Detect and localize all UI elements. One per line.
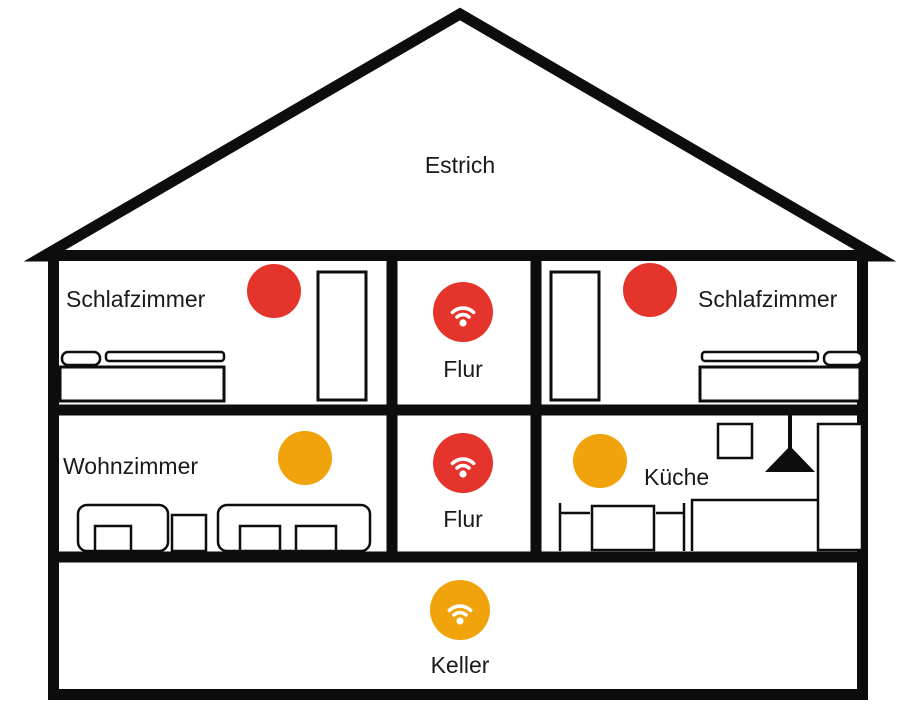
sofa-cushion-icon (93, 524, 133, 553)
headboard-icon (700, 350, 820, 363)
headboard-icon (104, 350, 226, 363)
coverage-dot-schlafzimmer-left (247, 264, 301, 318)
room-label-keller: Keller (430, 652, 490, 678)
wifi-icon-flur-upper (433, 282, 493, 342)
side-table-icon (170, 513, 208, 553)
bed-icon (58, 365, 226, 403)
pillow-icon (822, 350, 864, 367)
wifi-icon-flur-middle (433, 433, 493, 493)
room-label-schlafzimmer-left: Schlafzimmer (66, 286, 206, 312)
wifi-icon-keller (430, 580, 490, 640)
pillow-icon (60, 350, 102, 367)
sofa-cushion-icon (294, 524, 338, 553)
cabinet-icon (716, 422, 754, 460)
room-label-wohnzimmer: Wohnzimmer (63, 453, 199, 479)
roof-outline (23, 7, 897, 262)
chair-icon (656, 503, 686, 551)
bed-icon (698, 365, 862, 403)
room-label-schlafzimmer-right: Schlafzimmer (698, 286, 838, 312)
room-label-kueche: Küche (644, 464, 710, 490)
coverage-dot-kueche (573, 434, 627, 488)
lamp-icon (765, 446, 815, 472)
sofa-cushion-icon (238, 524, 282, 553)
coverage-dot-schlafzimmer-right (623, 263, 677, 317)
counter-icon (690, 498, 818, 551)
counter-icon (816, 422, 864, 552)
wardrobe-icon (549, 270, 601, 402)
room-label-flur-upper: Flur (443, 356, 483, 382)
coverage-dot-wohnzimmer (278, 431, 332, 485)
table-icon (590, 504, 656, 552)
wardrobe-icon (316, 270, 368, 402)
room-label-estrich: Estrich (424, 152, 496, 178)
room-label-flur-middle: Flur (443, 506, 483, 532)
chair-icon (558, 503, 590, 551)
